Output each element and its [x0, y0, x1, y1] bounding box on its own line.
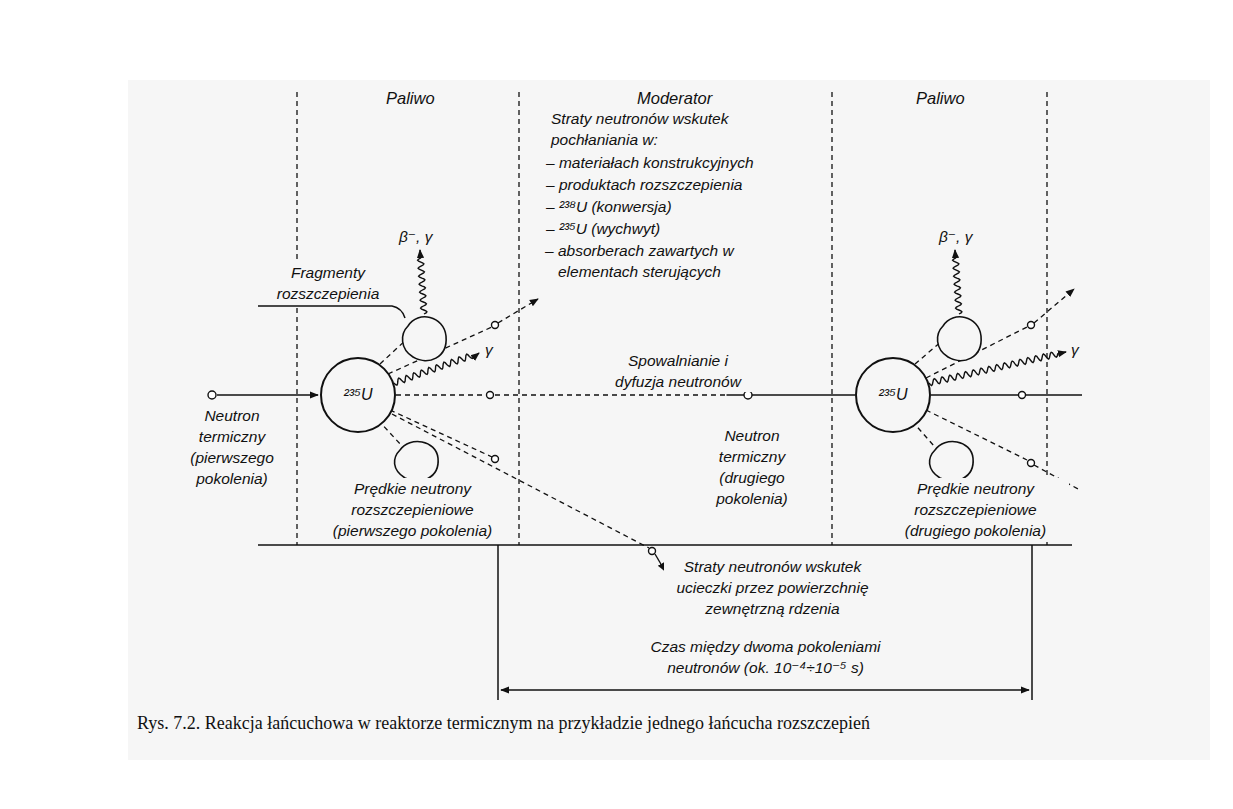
- drawing-stroke: [744, 391, 752, 399]
- drawing-stroke: [296, 92, 297, 545]
- diagram-label: Prędkie neutrony rozszczepieniowe (pierw…: [319, 478, 506, 541]
- drawing-stroke: [1028, 322, 1035, 329]
- drawing-stroke: [492, 322, 499, 329]
- drawing-stroke: [938, 317, 982, 361]
- nucleus-circle: ²³⁵U: [320, 357, 396, 433]
- drawing-stroke: [501, 689, 1029, 691]
- diagram-label: γ: [1070, 339, 1080, 360]
- drawing-stroke: [831, 92, 832, 545]
- drawing-stroke: [128, 80, 1210, 760]
- neutron-path: [396, 394, 855, 395]
- nucleus-label: ²³⁵U: [879, 386, 908, 404]
- drawing-stroke: [497, 545, 499, 700]
- diagram-label: β⁻, γ: [938, 226, 973, 247]
- drawing-stroke: [929, 352, 1066, 386]
- diagram-label: Straty neutronów wskutek pochłaniania w:: [550, 108, 752, 150]
- diagram-label: Prędkie neutrony rozszczepieniowe (drugi…: [882, 478, 1069, 541]
- drawing-stroke: [217, 306, 1072, 700]
- drawing-stroke: [1031, 545, 1033, 700]
- figure-caption: Rys. 7.2. Reakcja łańcuchowa w reaktorze…: [137, 712, 870, 734]
- diagram-label: – materiałach konstrukcyjnych: [545, 152, 755, 173]
- drawing-stroke: [394, 353, 479, 385]
- drawing-stroke: [930, 442, 974, 481]
- diagram-label: – absorberach zawartych w elementach ste…: [545, 240, 759, 282]
- diagram-label: Fragmenty rozszczepienia: [252, 262, 404, 304]
- diagram-label: Straty neutronów wskutek ucieczki przez …: [664, 556, 881, 619]
- drawing-stroke: [1026, 394, 1082, 395]
- diagram-label: – ²³⁸U (konwersja): [545, 196, 673, 217]
- drawing-stroke: [487, 392, 494, 399]
- drawing-stroke: [395, 317, 982, 481]
- nucleus-circle: ²³⁵U: [855, 357, 931, 433]
- drawing-stroke: [403, 317, 447, 361]
- drawing-stroke: [396, 394, 726, 395]
- diagram-label: β⁻, γ: [398, 226, 433, 247]
- drawing-stroke: [208, 391, 216, 399]
- drawing-stroke: [649, 548, 656, 555]
- diagram-label: – produktach rozszczepienia: [545, 174, 743, 195]
- drawing-stroke: [931, 394, 1018, 395]
- diagram-label: Neutron termiczny (drugiego pokolenia): [705, 425, 799, 509]
- diagram-label: Neutron termiczny (pierwszego pokolenia): [185, 405, 279, 489]
- drawing-stroke: [395, 442, 439, 481]
- drawing-stroke: [258, 544, 1072, 546]
- drawing-stroke: [953, 250, 962, 314]
- diagram-label: – ²³⁵U (wychwyt): [545, 218, 661, 239]
- diagram-label: Paliwo: [915, 88, 966, 109]
- diagram-label: γ: [484, 339, 494, 360]
- drawing-stroke: [492, 456, 499, 463]
- drawing-stroke: [258, 306, 405, 318]
- diagram-label: Czas między dwoma pokoleniami neutronów …: [647, 636, 884, 678]
- drawing-stroke: [396, 395, 855, 396]
- drawing-stroke: [498, 299, 538, 323]
- drawing-stroke: [418, 250, 427, 314]
- drawing-stroke: [1019, 392, 1026, 399]
- drawing-stroke: [1034, 289, 1074, 323]
- diagram-label: Moderator: [636, 88, 713, 109]
- nucleus-label: ²³⁵U: [344, 386, 373, 404]
- drawing-stroke: [217, 394, 318, 396]
- drawing-stroke: [518, 92, 519, 545]
- diagram-label: Paliwo: [385, 88, 436, 109]
- drawing-stroke: [1028, 460, 1035, 467]
- diagram-label: Spowalnianie i dyfuzja neutronów: [603, 350, 753, 392]
